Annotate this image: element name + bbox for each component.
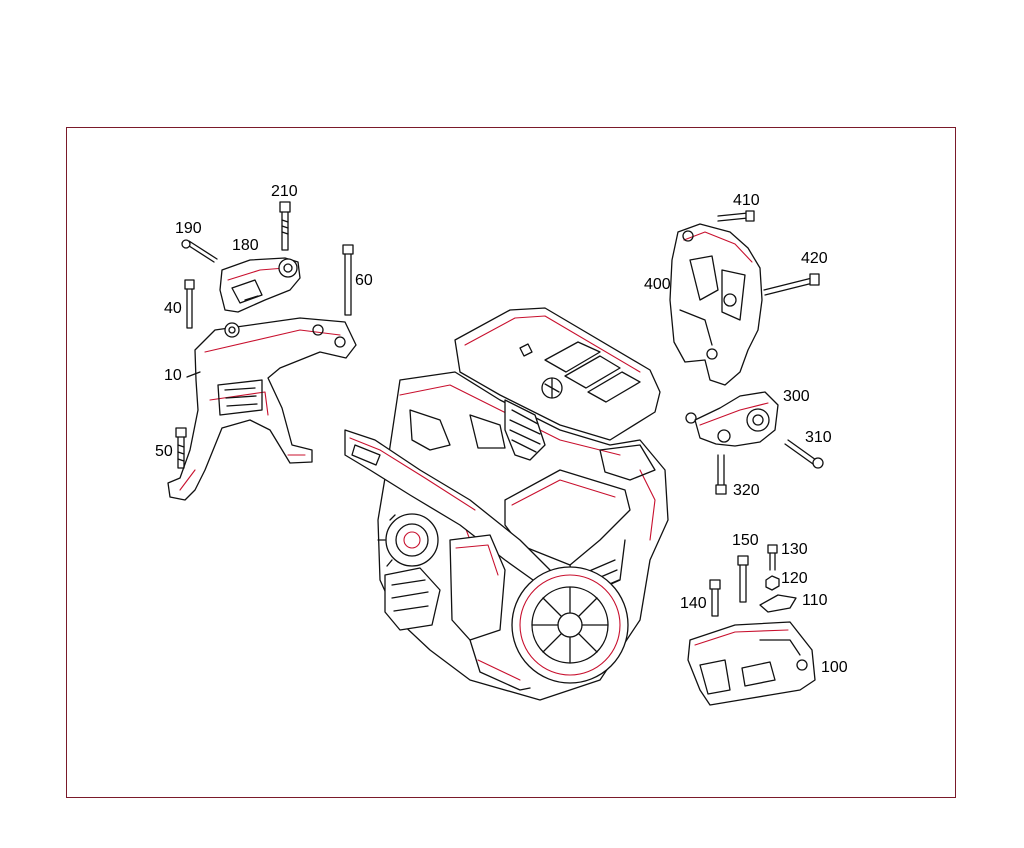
label-40: 40 <box>164 300 182 317</box>
label-60: 60 <box>355 272 373 289</box>
label-190: 190 <box>175 220 202 237</box>
upper-mount-180 <box>219 257 301 313</box>
label-300: 300 <box>783 388 810 405</box>
label-210: 210 <box>271 183 298 200</box>
bolt-140 <box>709 579 721 617</box>
bolt-190 <box>181 239 218 263</box>
engine-mount-300 <box>685 391 779 447</box>
label-410: 410 <box>733 192 760 209</box>
bolt-210 <box>279 201 291 251</box>
label-310: 310 <box>805 429 832 446</box>
bolt-310 <box>784 439 824 469</box>
bolt-150 <box>737 555 749 603</box>
bolt-60 <box>342 244 354 316</box>
label-120: 120 <box>781 570 808 587</box>
bolt-320 <box>715 454 727 495</box>
clip-110 <box>759 594 797 613</box>
bolt-40 <box>184 279 195 329</box>
label-130: 130 <box>781 541 808 558</box>
label-150: 150 <box>732 532 759 549</box>
leader-10 <box>186 371 201 378</box>
engine-assembly <box>344 307 669 701</box>
label-50: 50 <box>155 443 173 460</box>
label-180: 180 <box>232 237 259 254</box>
bolt-420 <box>763 273 820 296</box>
diagram-frame <box>66 127 956 798</box>
bracket-400 <box>669 223 763 386</box>
label-10: 10 <box>164 367 182 384</box>
label-140: 140 <box>680 595 707 612</box>
nut-120 <box>765 575 780 591</box>
label-420: 420 <box>801 250 828 267</box>
label-110: 110 <box>802 592 828 609</box>
label-320: 320 <box>733 482 760 499</box>
label-100: 100 <box>821 659 848 676</box>
engine-mount-bracket-10 <box>167 317 357 501</box>
bolt-130 <box>767 544 778 571</box>
label-400: 400 <box>644 276 671 293</box>
bolt-50 <box>175 427 187 469</box>
transmission-mount-100 <box>687 621 816 706</box>
bolt-410 <box>717 210 755 222</box>
